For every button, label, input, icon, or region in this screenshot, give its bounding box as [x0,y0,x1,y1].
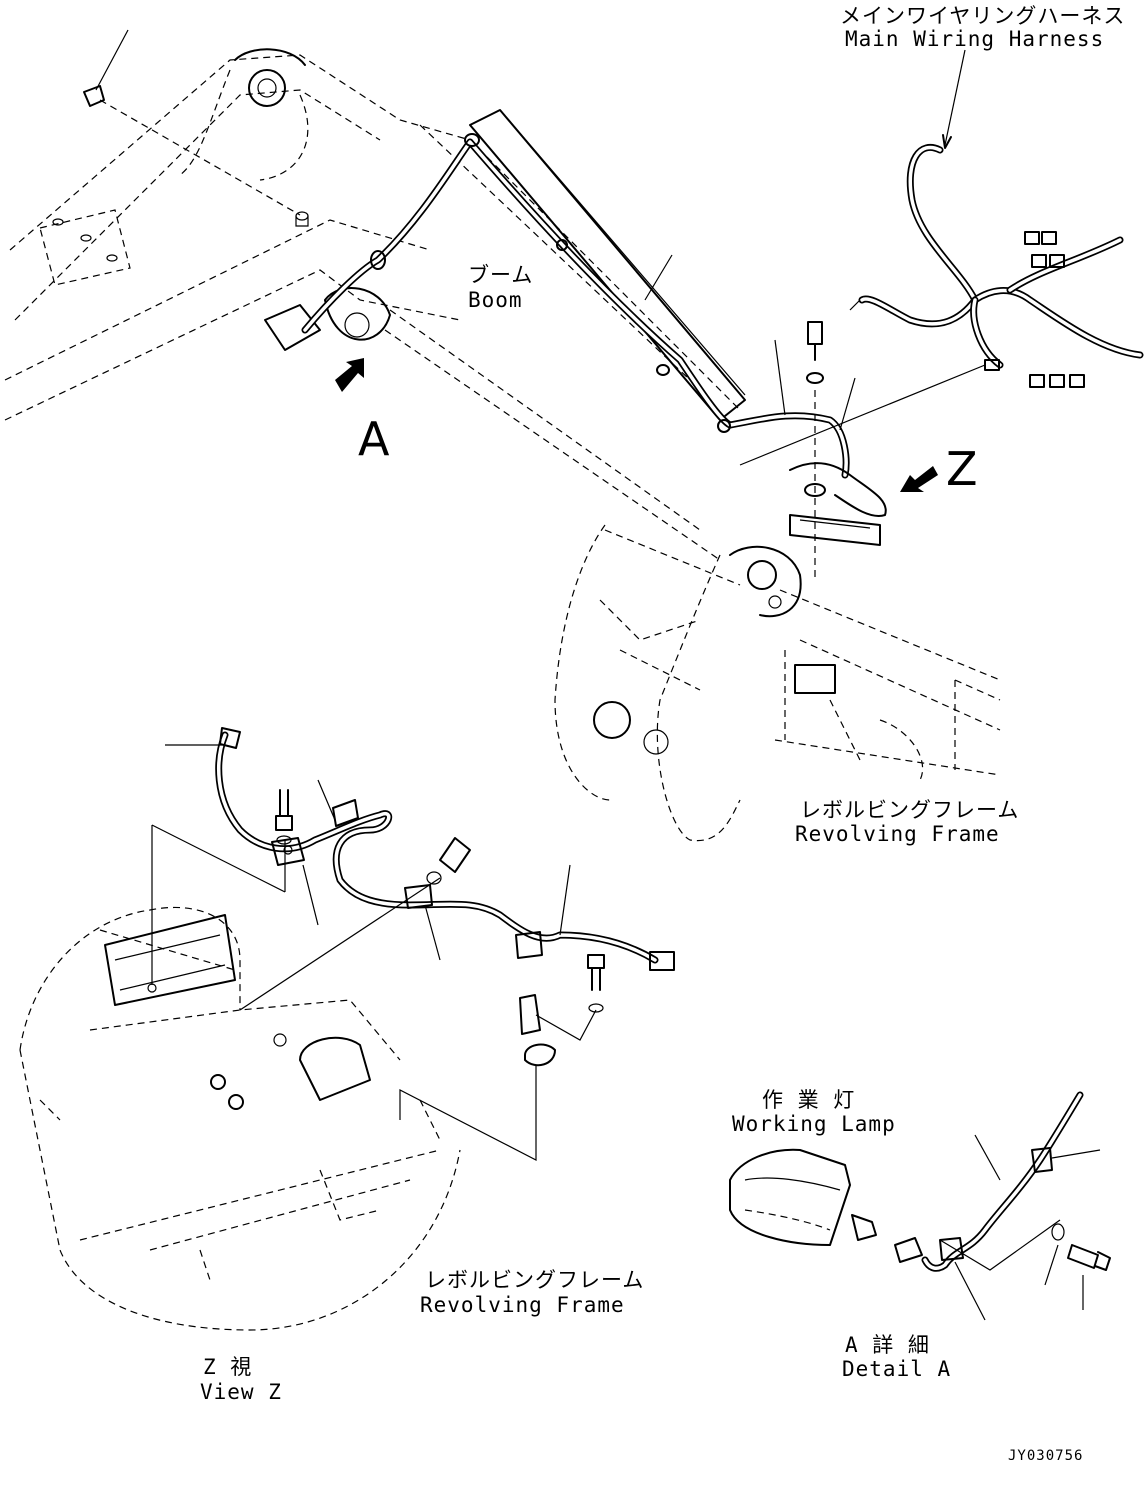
revolving-frame-bottom-label-en: Revolving Frame [420,1293,625,1317]
view-z-label-en: View Z [200,1380,282,1404]
view-a-marker: A [358,412,390,466]
boom-harness-cable [301,133,856,479]
revolving-frame-top-label-en: Revolving Frame [795,822,1000,846]
working-lamp-label-en: Working Lamp [732,1112,896,1136]
revolving-frame-top-drawing [554,524,1001,842]
main-wiring-harness-drawing [739,49,1144,466]
detail-a-label-jp: A 詳 細 [845,1333,930,1357]
revolving-frame-bottom-label-jp: レボルビングフレーム [425,1268,645,1292]
drawing-code: JY030756 [1008,1448,1084,1464]
main-harness-label-en: Main Wiring Harness [845,27,1105,51]
view-z-drawing [19,727,675,1331]
main-harness-label-jp: メインワイヤリングハーネス [840,4,1126,28]
working-lamp-label-jp: 作 業 灯 [762,1088,856,1112]
revolving-frame-top-label-jp: レボルビングフレーム [800,798,1020,822]
view-z-marker: Z [946,442,978,496]
boom-label-en: Boom [468,288,523,312]
z-connection-drawing [789,321,887,580]
boom-drawing [4,29,746,561]
boom-label-jp: ブーム [468,263,534,287]
detail-a-label-en: Detail A [842,1357,952,1381]
detail-a-drawing [729,1091,1111,1321]
view-z-label-jp: Z 視 [203,1355,253,1379]
view-arrow-icon [335,358,938,492]
